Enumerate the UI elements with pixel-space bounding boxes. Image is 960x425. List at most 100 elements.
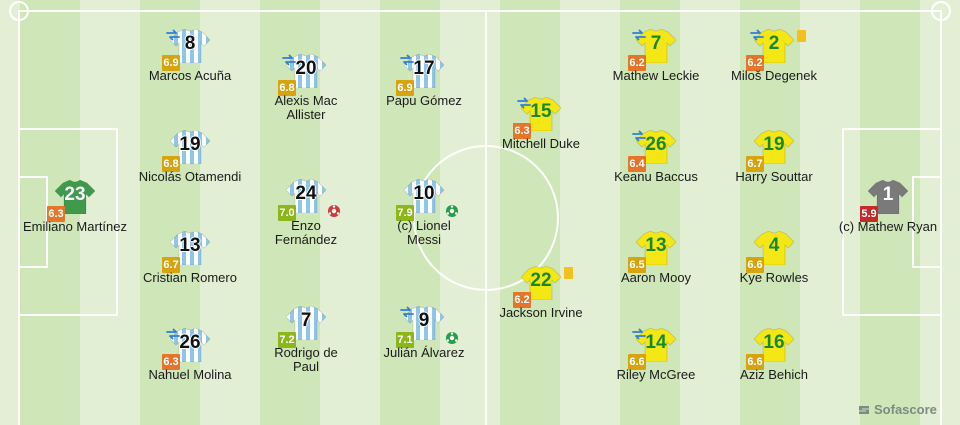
own-goal-icon (327, 204, 341, 218)
jersey-icon: 13 (636, 231, 676, 265)
jersey-icon: 10 (404, 179, 444, 213)
substitution-icon (517, 96, 531, 110)
jersey-number: 7 (300, 310, 312, 331)
player-name: Mitchell Duke (501, 136, 581, 151)
corner-arc (9, 1, 29, 21)
player-name: Cristian Romero (143, 270, 237, 285)
jersey-icon: 1 (868, 180, 908, 214)
player-rating: 6.3 (162, 354, 180, 370)
jersey-icon: 23 (55, 180, 95, 214)
player-name: Rodrigo de Paul (274, 345, 338, 374)
player-rating: 6.6 (746, 257, 764, 273)
player-name: Miloš Degenek (731, 68, 817, 83)
jersey-number: 2 (768, 33, 780, 54)
touchline-top (18, 10, 942, 12)
corner-arc (931, 1, 951, 21)
player-rating: 6.4 (628, 156, 646, 172)
player-name: Papu Gómez (386, 93, 462, 108)
player-name: Aziz Behich (740, 367, 808, 382)
center-circle (413, 145, 559, 291)
player-rating: 6.5 (628, 257, 646, 273)
jersey-number: 17 (413, 58, 435, 79)
goal-area-right (912, 176, 942, 268)
player-name: Kye Rowles (739, 270, 809, 285)
jersey-number: 16 (763, 332, 785, 353)
jersey-icon: 17 (404, 54, 444, 88)
player-rating: 6.2 (628, 55, 646, 71)
player-rating: 7.1 (396, 332, 414, 348)
player-name: (c) Mathew Ryan (838, 219, 938, 234)
player-name: (c) Lionel Messi (397, 218, 451, 247)
jersey-icon: 26 (170, 328, 210, 362)
jersey-icon: 22 (521, 266, 561, 300)
player-name: Julián Álvarez (383, 345, 465, 360)
jersey-number: 8 (184, 33, 196, 54)
substitution-icon (400, 305, 414, 319)
yellow-card-icon (564, 267, 573, 279)
substitution-icon (166, 28, 180, 42)
jersey-number: 13 (179, 235, 201, 256)
sofascore-logo-icon (859, 405, 869, 414)
player-name: Riley McGree (616, 367, 696, 382)
jersey-icon: 16 (754, 328, 794, 362)
jersey-icon: 4 (754, 231, 794, 265)
jersey-number: 19 (179, 134, 201, 155)
jersey-number: 9 (418, 310, 430, 331)
sofascore-brand: Sofascore (858, 402, 937, 417)
player-rating: 5.9 (860, 206, 878, 222)
jersey-icon: 8 (170, 29, 210, 63)
jersey-number: 26 (645, 134, 667, 155)
jersey-icon: 26 (636, 130, 676, 164)
player-rating: 6.7 (746, 156, 764, 172)
player-rating: 6.3 (513, 123, 531, 139)
player-rating: 6.7 (162, 257, 180, 273)
player-name: Harry Souttar (735, 169, 813, 184)
jersey-number: 22 (530, 270, 552, 291)
jersey-number: 20 (295, 58, 317, 79)
player-name: Alexis Mac Allister (274, 93, 338, 122)
jersey-icon: 7 (636, 29, 676, 63)
jersey-icon: 9 (404, 306, 444, 340)
player-rating: 7.0 (278, 205, 296, 221)
substitution-icon (632, 327, 646, 341)
jersey-icon: 14 (636, 328, 676, 362)
player-rating: 6.2 (746, 55, 764, 71)
player-name: Nicolás Otamendi (138, 169, 242, 184)
goal-icon (445, 331, 459, 345)
player-name: Marcos Acuña (148, 68, 232, 83)
jersey-icon: 7 (286, 306, 326, 340)
player-name: Emiliano Martínez (22, 219, 128, 234)
substitution-icon (632, 129, 646, 143)
jersey-icon: 2 (754, 29, 794, 63)
jersey-number: 23 (64, 184, 86, 205)
jersey-icon: 19 (170, 130, 210, 164)
player-rating: 6.9 (396, 80, 414, 96)
player-rating: 6.8 (162, 156, 180, 172)
player-name: Nahuel Molina (148, 367, 232, 382)
player-rating: 7.2 (278, 332, 296, 348)
jersey-icon: 20 (286, 54, 326, 88)
substitution-icon (632, 28, 646, 42)
